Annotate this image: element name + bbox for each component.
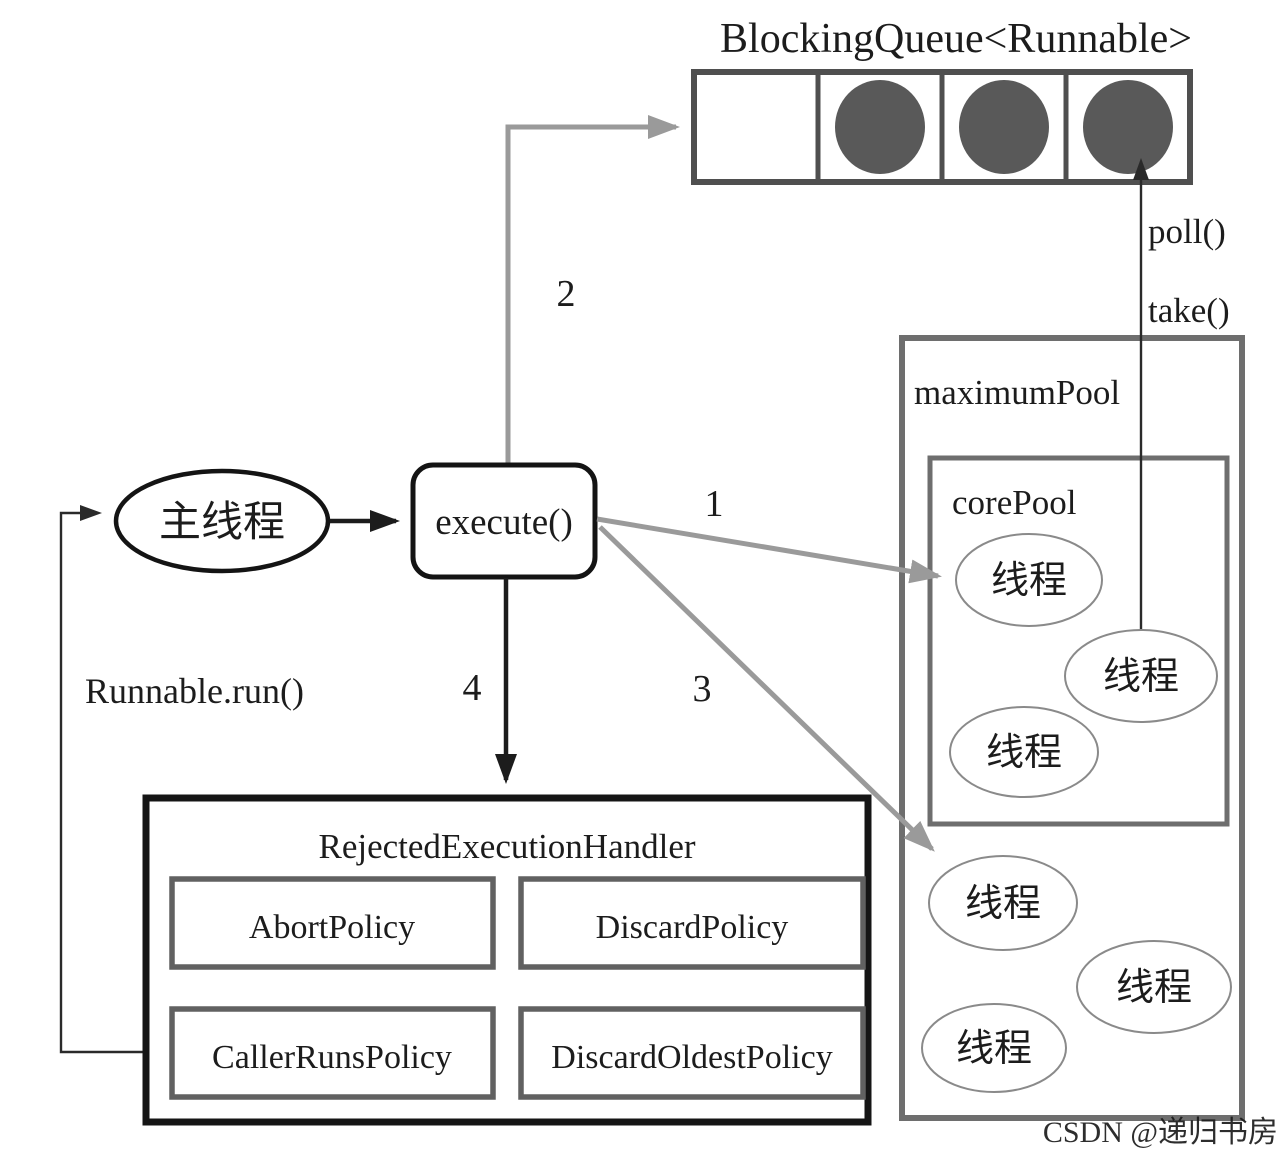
arrow-2-to-queue	[505, 115, 680, 464]
discard-policy-label: DiscardPolicy	[596, 909, 789, 946]
thread-label: 线程	[986, 732, 1062, 774]
core-pool-box	[927, 455, 1230, 827]
watermark: CSDN @递归书房	[1043, 1116, 1278, 1149]
queued-task-circle	[1083, 80, 1173, 174]
caller-runs-policy-label: CallerRunsPolicy	[212, 1039, 452, 1076]
thread-ellipse	[1076, 940, 1232, 1034]
caller-runs-feedback-line	[59, 505, 172, 1054]
thread-label: 线程	[1116, 967, 1192, 1009]
arrow-2-label: 2	[557, 273, 576, 315]
thread-ellipse	[928, 855, 1078, 951]
rejected-execution-handler: RejectedExecutionHandler AbortPolicy Dis…	[142, 794, 872, 1126]
queued-task-circle	[959, 80, 1049, 174]
handler-title: RejectedExecutionHandler	[318, 827, 695, 866]
maximum-pool-box	[899, 335, 1245, 1121]
abort-policy-box	[169, 876, 496, 970]
main-thread-ellipse	[113, 468, 331, 574]
arrow-1-label: 1	[705, 483, 724, 525]
discard-oldest-policy-label: DiscardOldestPolicy	[551, 1039, 832, 1076]
thread-label: 线程	[956, 1028, 1032, 1070]
arrow-1-to-corepool	[596, 516, 942, 584]
core-pool-threads: 线程 线程 线程	[949, 533, 1218, 798]
abort-policy-label: AbortPolicy	[249, 909, 415, 946]
discard-oldest-policy-box	[518, 1006, 866, 1100]
thread-ellipse	[949, 706, 1099, 798]
queued-task-circle	[835, 80, 925, 174]
poll-label: poll()	[1148, 212, 1226, 251]
execute-box	[410, 462, 598, 580]
discard-policy-box	[518, 876, 866, 970]
thread-ellipse	[921, 1003, 1067, 1093]
arrow-4-label: 4	[463, 667, 482, 709]
thread-label: 线程	[965, 883, 1041, 925]
thread-label: 线程	[991, 560, 1067, 602]
core-pool-label: corePool	[952, 483, 1077, 522]
blocking-queue	[691, 69, 1193, 185]
arrow-3-label: 3	[693, 668, 712, 710]
blocking-queue-title: BlockingQueue<Runnable>	[720, 16, 1192, 62]
arrow-3-to-maxpool	[598, 525, 935, 852]
main-thread-label: 主线程	[159, 500, 285, 546]
execute-label: execute()	[435, 502, 573, 543]
thread-ellipse	[955, 533, 1103, 627]
thread-ellipse	[1064, 629, 1218, 723]
take-label: take()	[1148, 291, 1230, 330]
caller-runs-policy-box	[169, 1006, 496, 1100]
thread-label: 线程	[1103, 656, 1179, 698]
maximum-pool-label: maximumPool	[914, 373, 1120, 412]
maximum-pool-threads: 线程 线程 线程	[921, 855, 1232, 1093]
runnable-run-label: Runnable.run()	[85, 671, 304, 711]
